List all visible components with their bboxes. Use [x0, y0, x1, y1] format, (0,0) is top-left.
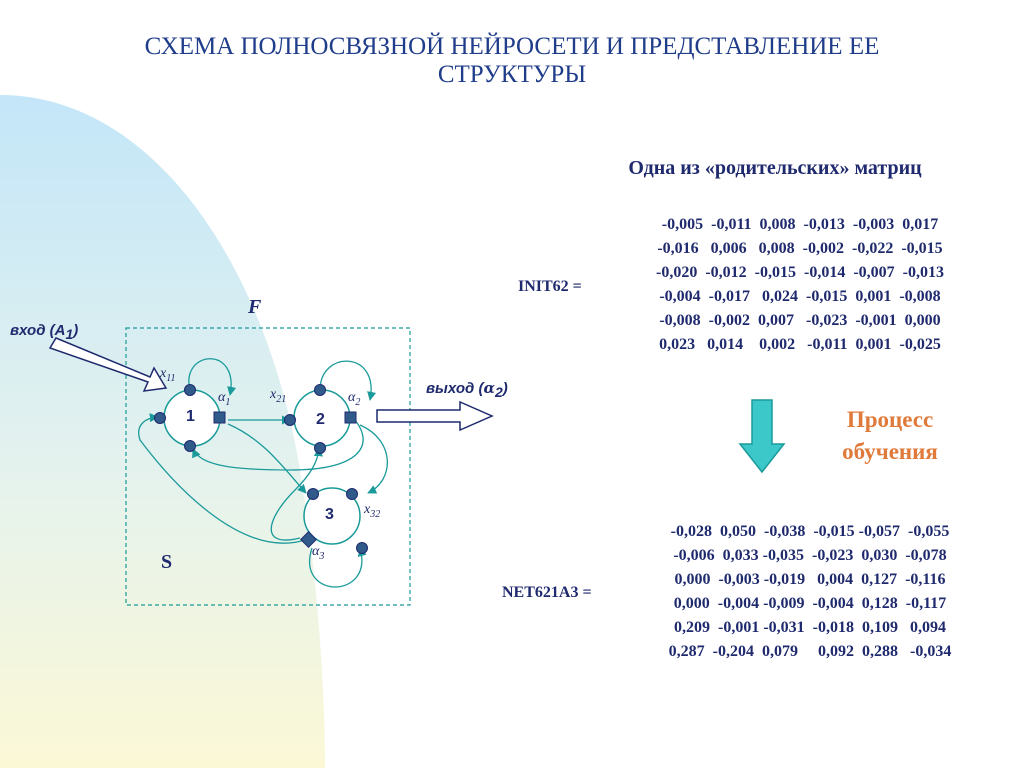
- init-matrix-label: INIT62 =: [518, 278, 582, 295]
- page-title-line1: СХЕМА ПОЛНОСВЯЗНОЙ НЕЙРОСЕТИ И ПРЕДСТАВЛ…: [144, 33, 880, 60]
- connection-2-1: [192, 419, 364, 471]
- net-matrix-row: 0,209 -0,001 -0,031 -0,018 0,109 0,094: [674, 619, 946, 636]
- alpha3-label: α3: [312, 544, 325, 562]
- input-node: [356, 542, 368, 554]
- network-frame: [125, 327, 411, 606]
- connection-self-3: [309, 547, 367, 588]
- frame-label-s: S: [161, 551, 173, 573]
- net-matrix-row: -0,006 0,033 -0,035 -0,023 0,030 -0,078: [673, 547, 947, 564]
- input-node: [184, 384, 196, 396]
- input-node: [346, 488, 358, 500]
- input-label: вход (A1): [10, 322, 79, 342]
- connection-2-3: [359, 424, 388, 494]
- neuron-label-2: 2: [316, 411, 325, 428]
- process-label-line2: обучения: [842, 439, 938, 464]
- connection-1-3: [227, 423, 307, 494]
- alpha2-label: α2: [348, 390, 361, 408]
- init-matrix-row: 0,023 0,014 0,002 -0,011 0,001 -0,025: [659, 336, 941, 353]
- connection-self-2: [319, 360, 377, 401]
- input-arrow: [48, 337, 168, 392]
- process-label-line1: Процесс: [846, 407, 934, 432]
- connection-self-1: [188, 358, 237, 396]
- alpha1-label: α1: [218, 390, 231, 408]
- net-matrix-row: 0,000 -0,004 -0,009 -0,004 0,128 -0,117: [673, 595, 947, 612]
- page-title-line2: СТРУКТУРЫ: [437, 61, 587, 88]
- input-node: [314, 384, 326, 396]
- x11-label: x11: [160, 366, 176, 384]
- neuron-label-3: 3: [325, 506, 334, 523]
- x21-label: x21: [270, 387, 287, 405]
- output-node-2: [344, 411, 357, 424]
- x32-label: x32: [364, 502, 381, 520]
- init-matrix-row: -0,016 0,006 0,008 -0,002 -0,022 -0,015: [657, 240, 943, 257]
- net-matrix-row: -0,028 0,050 -0,038 -0,015 -0,057 -0,055: [670, 523, 950, 540]
- input-node: [184, 440, 196, 452]
- connection-3-2: [270, 447, 323, 541]
- input-node: [154, 412, 166, 424]
- init-matrix-row: -0,020 -0,012 -0,015 -0,014 -0,007 -0,01…: [656, 264, 944, 281]
- init-matrix-row: -0,005 -0,011 0,008 -0,013 -0,003 0,017: [661, 216, 939, 233]
- init-matrix-row: -0,004 -0,017 0,024 -0,015 0,001 -0,008: [659, 288, 941, 305]
- output-node-3: [300, 531, 317, 548]
- init-matrix-row: -0,008 -0,002 0,007 -0,023 -0,001 0,000: [659, 312, 941, 329]
- net-matrix-row: 0,287 -0,204 0,079 0,092 0,288 -0,034: [668, 643, 952, 660]
- neuron-3: [303, 487, 361, 545]
- output-arrow: [376, 400, 494, 432]
- frame-label-f: F: [248, 296, 262, 318]
- output-label: выход (α2): [426, 379, 508, 400]
- neuron-label-1: 1: [186, 408, 195, 425]
- matrix-heading: Одна из «родительских» матриц: [628, 157, 922, 179]
- background-swoosh: [0, 95, 325, 768]
- input-node: [314, 442, 326, 454]
- input-node: [284, 414, 296, 426]
- output-node-1: [213, 411, 226, 424]
- net-matrix-row: 0,000 -0,003 -0,019 0,004 0,127 -0,116: [674, 571, 946, 588]
- connection-3-1: [138, 413, 306, 544]
- net-matrix-label: NET621A3 =: [502, 584, 592, 601]
- process-down-arrow: [738, 399, 786, 474]
- input-node: [307, 488, 319, 500]
